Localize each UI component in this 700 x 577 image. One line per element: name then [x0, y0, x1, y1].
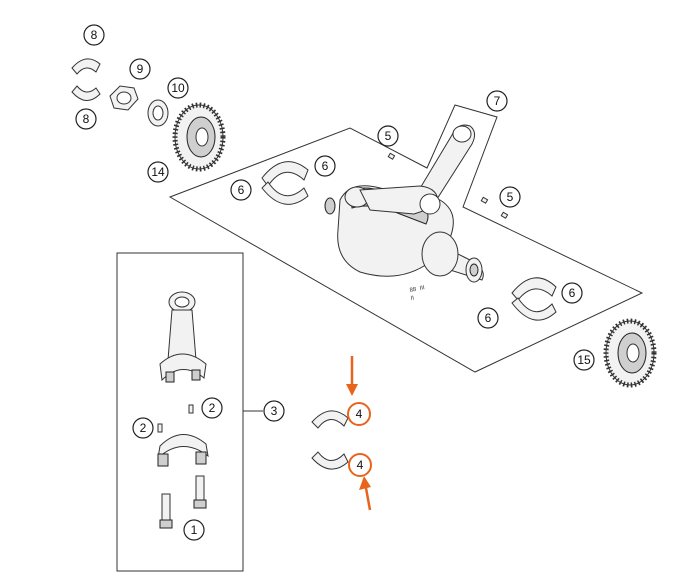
callout-5-upper: 5 — [377, 125, 399, 147]
washer-10 — [147, 99, 169, 127]
callout-6-right: 6 — [561, 282, 583, 304]
callout-8-upper: 8 — [83, 24, 105, 46]
rod-bolt-1-right — [193, 475, 207, 509]
gear-14 — [172, 102, 226, 172]
dowel-pin-5-upper — [387, 152, 396, 160]
svg-text:4: 4 — [356, 407, 363, 421]
svg-text:6: 6 — [569, 286, 576, 300]
highlight-arrow-lower — [359, 476, 372, 511]
nut-9 — [109, 85, 139, 111]
callout-6-top: 6 — [314, 155, 336, 177]
main-bearing-shell-6-right — [511, 277, 557, 321]
svg-text:6: 6 — [485, 311, 492, 325]
callout-9: 9 — [129, 58, 151, 80]
callout-6-left: 6 — [230, 179, 252, 201]
callout-4-lower: 4 — [348, 453, 372, 477]
callout-10: 10 — [167, 77, 189, 99]
svg-text:1: 1 — [191, 523, 198, 537]
conrod-bearing-shell-4-upper — [311, 410, 349, 429]
svg-text:8: 8 — [83, 112, 90, 126]
highlight-arrow-upper — [346, 356, 358, 396]
callout-7: 7 — [486, 90, 508, 112]
svg-text:10: 10 — [171, 81, 185, 95]
svg-text:2: 2 — [140, 421, 147, 435]
callout-2-right: 2 — [201, 397, 223, 419]
svg-text:15: 15 — [577, 353, 591, 367]
callout-15: 15 — [573, 349, 595, 371]
svg-text:5: 5 — [385, 129, 392, 143]
svg-text:7: 7 — [494, 94, 501, 108]
callout-3: 3 — [263, 400, 285, 422]
crankshaft-stamp-3: III — [419, 285, 425, 292]
bearing-shell-8-lower — [71, 85, 101, 101]
svg-text:14: 14 — [151, 165, 165, 179]
callout-1: 1 — [183, 519, 205, 541]
svg-text:9: 9 — [137, 62, 144, 76]
connecting-rod — [159, 291, 207, 383]
crankshaft-stamp-1: 88 — [409, 287, 417, 294]
callout-5-right: 5 — [499, 186, 521, 208]
main-bearing-shell-6-left — [261, 161, 309, 205]
svg-text:5: 5 — [507, 190, 514, 204]
sleeve-2-left — [157, 423, 163, 433]
callout-6-bottom: 6 — [477, 307, 499, 329]
callout-2-left: 2 — [132, 417, 154, 439]
svg-text:6: 6 — [238, 183, 245, 197]
svg-text:3: 3 — [271, 404, 278, 418]
svg-text:4: 4 — [357, 458, 364, 472]
conrod-bearing-shell-4-lower — [311, 451, 349, 470]
svg-text:6: 6 — [322, 159, 329, 173]
svg-text:2: 2 — [209, 401, 216, 415]
crankshaft-7: 88 II III — [324, 124, 484, 302]
rod-bolt-1-left — [159, 493, 173, 529]
dowel-pin-5-right — [480, 196, 509, 219]
bearing-shell-8-upper — [71, 58, 101, 75]
callout-14: 14 — [147, 161, 169, 183]
connecting-rod-assembly-frame — [116, 252, 244, 572]
sleeve-2-right — [188, 404, 194, 414]
callout-8-lower: 8 — [75, 108, 97, 130]
crankshaft-stamp-2: II — [410, 295, 415, 302]
rod-cap — [157, 434, 209, 467]
callout-4-upper: 4 — [347, 402, 371, 426]
crankshaft-assembly-frame — [168, 104, 644, 373]
svg-text:8: 8 — [91, 28, 98, 42]
gear-15 — [603, 318, 657, 388]
